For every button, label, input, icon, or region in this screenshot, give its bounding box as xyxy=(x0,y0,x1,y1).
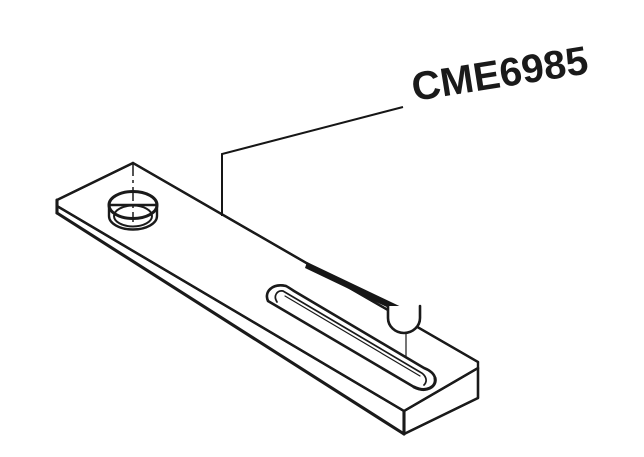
slot-right-end-cap xyxy=(412,376,437,391)
part-number-leader-line xyxy=(221,106,404,216)
part-number-label: CME6985 xyxy=(409,39,592,110)
slot-floor-line xyxy=(284,295,421,377)
counterbored-hole xyxy=(107,162,159,231)
left-chamfer-edge xyxy=(55,161,135,202)
top-front-edge xyxy=(55,204,406,413)
elongated-slot xyxy=(265,284,437,391)
bottom-front-edge xyxy=(55,211,406,436)
detail-cup-shape xyxy=(386,304,422,335)
right-bottom-edge xyxy=(402,396,480,436)
slot-detail-pointer xyxy=(305,262,422,358)
top-back-edge xyxy=(131,161,480,364)
right-top-edge xyxy=(402,366,480,413)
slot-inner-wall-line xyxy=(274,290,427,386)
slot-left-end-cap xyxy=(265,284,288,303)
detail-arrow-tail xyxy=(305,262,414,319)
